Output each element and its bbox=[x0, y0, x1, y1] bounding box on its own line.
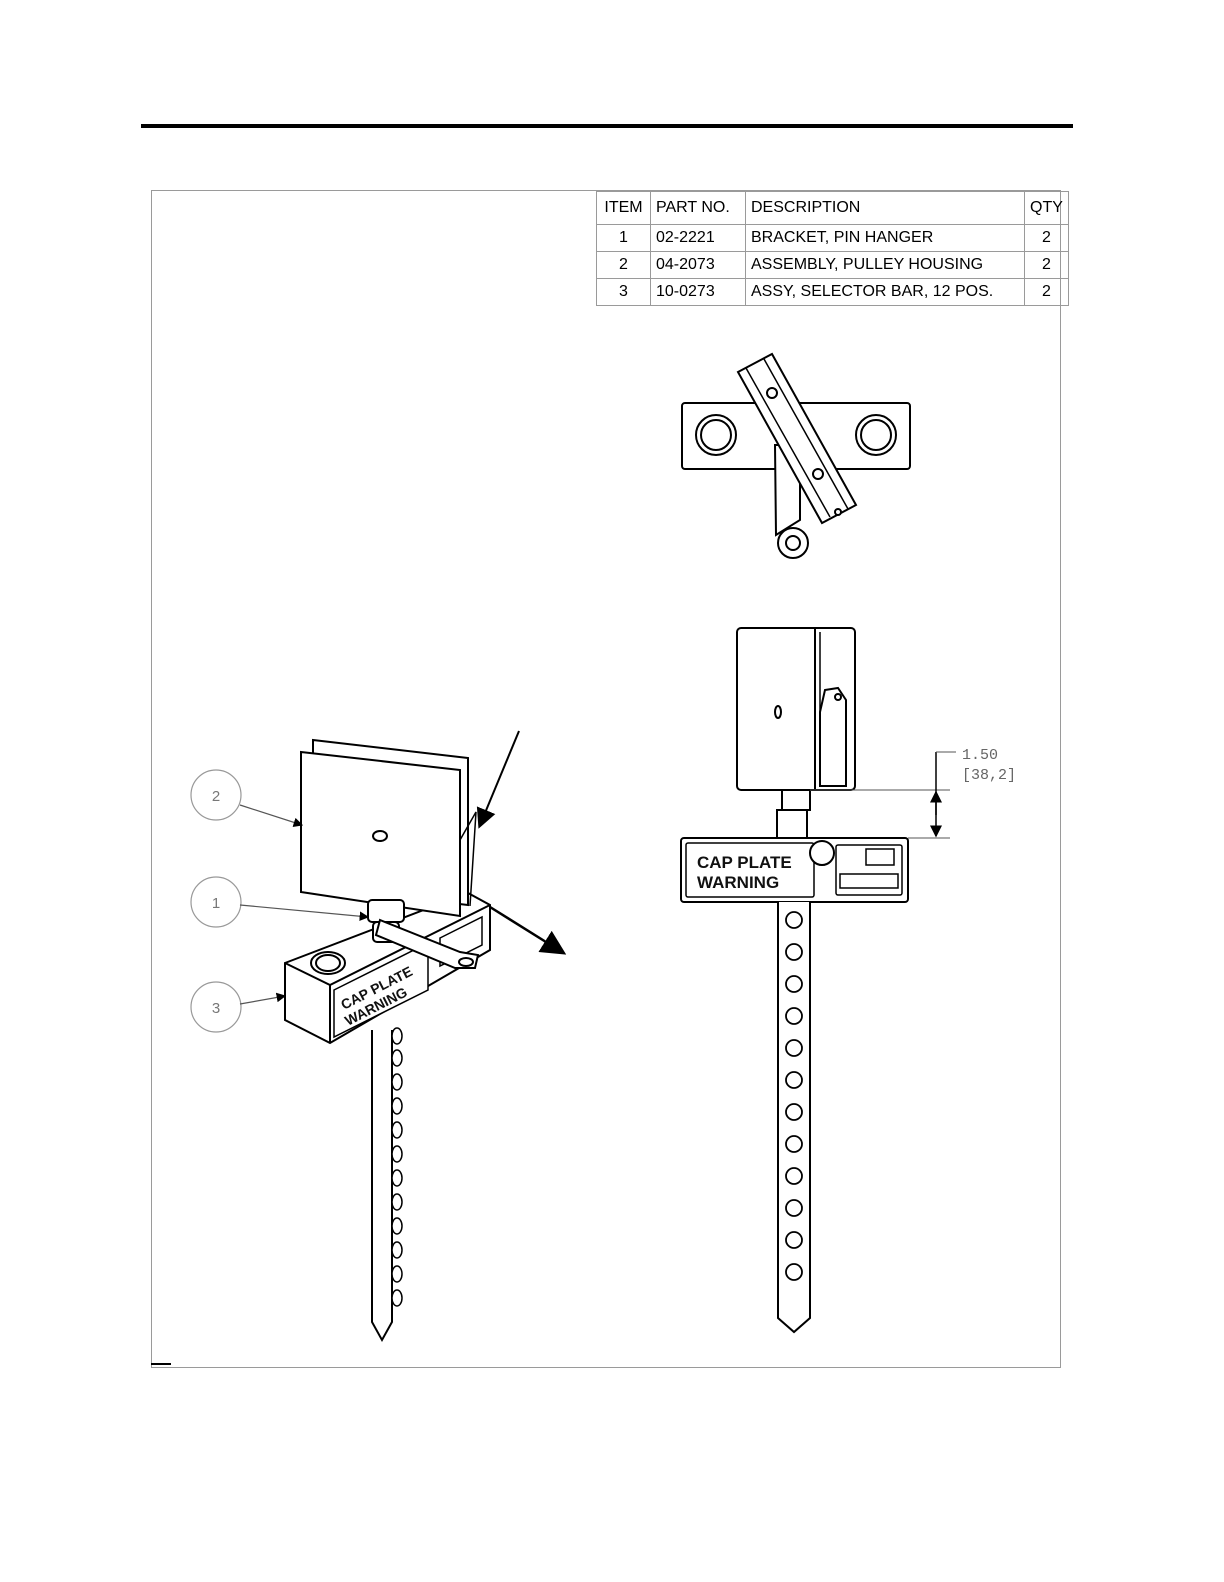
front-view-housing-hole bbox=[775, 706, 781, 718]
top-view-hole-right-inner bbox=[861, 420, 891, 450]
front-view-bracket bbox=[820, 688, 846, 786]
callout-3 bbox=[191, 982, 285, 1032]
selector-hole bbox=[392, 1290, 402, 1306]
front-view bbox=[681, 628, 908, 1332]
top-view bbox=[682, 354, 910, 558]
selector-hole bbox=[392, 1122, 402, 1138]
iso-plate-hole-inner bbox=[316, 955, 340, 971]
selector-hole bbox=[786, 1072, 802, 1088]
top-view-hole-left-inner bbox=[701, 420, 731, 450]
balloon-3-label: 3 bbox=[212, 1000, 220, 1017]
leader-line bbox=[240, 905, 368, 917]
selector-hole bbox=[786, 976, 802, 992]
dimension-inches: 1.50 bbox=[962, 747, 998, 764]
iso-selector-bar bbox=[372, 1030, 392, 1340]
selector-hole bbox=[392, 1194, 402, 1210]
front-view-label-line2: WARNING bbox=[697, 873, 779, 892]
selector-hole bbox=[786, 1264, 802, 1280]
front-view-window-bottom bbox=[840, 874, 898, 888]
selector-hole bbox=[786, 1200, 802, 1216]
selector-hole bbox=[786, 944, 802, 960]
selector-hole bbox=[392, 1218, 402, 1234]
selector-hole bbox=[392, 1074, 402, 1090]
front-view-stud bbox=[777, 810, 807, 838]
top-view-eyelet-hole bbox=[786, 536, 800, 550]
selector-hole bbox=[786, 1008, 802, 1024]
iso-pin-hanger-hole bbox=[459, 958, 473, 966]
iso-nut bbox=[368, 900, 404, 922]
selector-hole bbox=[786, 1232, 802, 1248]
selector-hole bbox=[392, 1028, 402, 1044]
callout-2 bbox=[191, 770, 302, 825]
selector-hole bbox=[786, 1168, 802, 1184]
selector-hole bbox=[392, 1146, 402, 1162]
front-view-nut bbox=[782, 790, 810, 810]
selector-hole bbox=[786, 912, 802, 928]
dimension-mm: [38,2] bbox=[962, 767, 1016, 784]
isometric-view bbox=[285, 740, 490, 1340]
iso-holes bbox=[392, 1028, 402, 1306]
balloon-2-label: 2 bbox=[212, 788, 220, 805]
selector-hole bbox=[392, 1170, 402, 1186]
selector-hole bbox=[786, 1040, 802, 1056]
top-view-bracket-hole bbox=[813, 469, 823, 479]
front-view-label-line1: CAP PLATE bbox=[697, 853, 792, 872]
direction-arrow-up bbox=[480, 731, 519, 825]
iso-housing-hole bbox=[373, 831, 387, 841]
selector-hole bbox=[392, 1098, 402, 1114]
selector-hole bbox=[392, 1242, 402, 1258]
selector-hole bbox=[392, 1050, 402, 1066]
selector-hole bbox=[786, 1136, 802, 1152]
top-view-bracket-hole bbox=[835, 509, 841, 515]
selector-hole bbox=[786, 1104, 802, 1120]
front-view-bracket-hole bbox=[835, 694, 841, 700]
selector-hole bbox=[392, 1266, 402, 1282]
leader-line bbox=[240, 805, 302, 825]
direction-arrow-out bbox=[490, 907, 562, 952]
top-view-bracket-hole bbox=[767, 388, 777, 398]
balloon-1-label: 1 bbox=[212, 895, 220, 912]
leader-line bbox=[240, 996, 285, 1004]
front-view-window-top bbox=[866, 849, 894, 865]
front-view-plate-knob bbox=[810, 841, 834, 865]
